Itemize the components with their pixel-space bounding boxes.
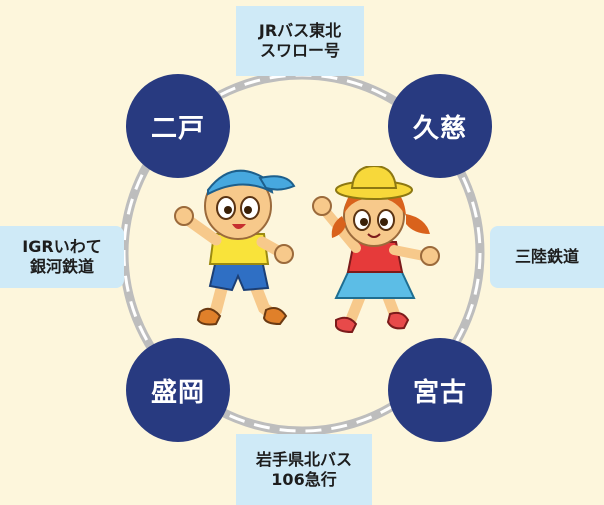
route-label-top: JRバス東北 スワロー号	[236, 6, 364, 76]
route-label-bottom: 岩手県北バス 106急行	[236, 434, 372, 505]
route-label-right: 三陸鉄道	[490, 226, 604, 288]
girl-character-illustration	[312, 166, 440, 334]
route-bottom-line1: 岩手県北バス	[255, 449, 352, 469]
route-top-line2: スワロー号	[259, 41, 340, 60]
route-left-line1: IGRいわて	[22, 237, 102, 256]
route-left-line2: 銀河鉄道	[29, 257, 94, 276]
city-ninohe: 二戸	[126, 74, 230, 178]
city-kuji-label: 久慈	[412, 113, 467, 144]
city-morioka-label: 盛岡	[150, 377, 205, 408]
city-kuji: 久慈	[388, 74, 492, 178]
city-morioka: 盛岡	[126, 338, 230, 442]
city-ninohe-label: 二戸	[150, 113, 205, 144]
boy-character-illustration	[174, 169, 296, 326]
route-right-line1: 三陸鉄道	[514, 247, 579, 266]
route-label-left: IGRいわて 銀河鉄道	[0, 226, 124, 288]
route-top-line1: JRバス東北	[258, 21, 342, 40]
city-miyako: 宮古	[388, 338, 492, 442]
city-miyako-label: 宮古	[412, 377, 467, 408]
route-bottom-line2: 106急行	[271, 469, 337, 489]
